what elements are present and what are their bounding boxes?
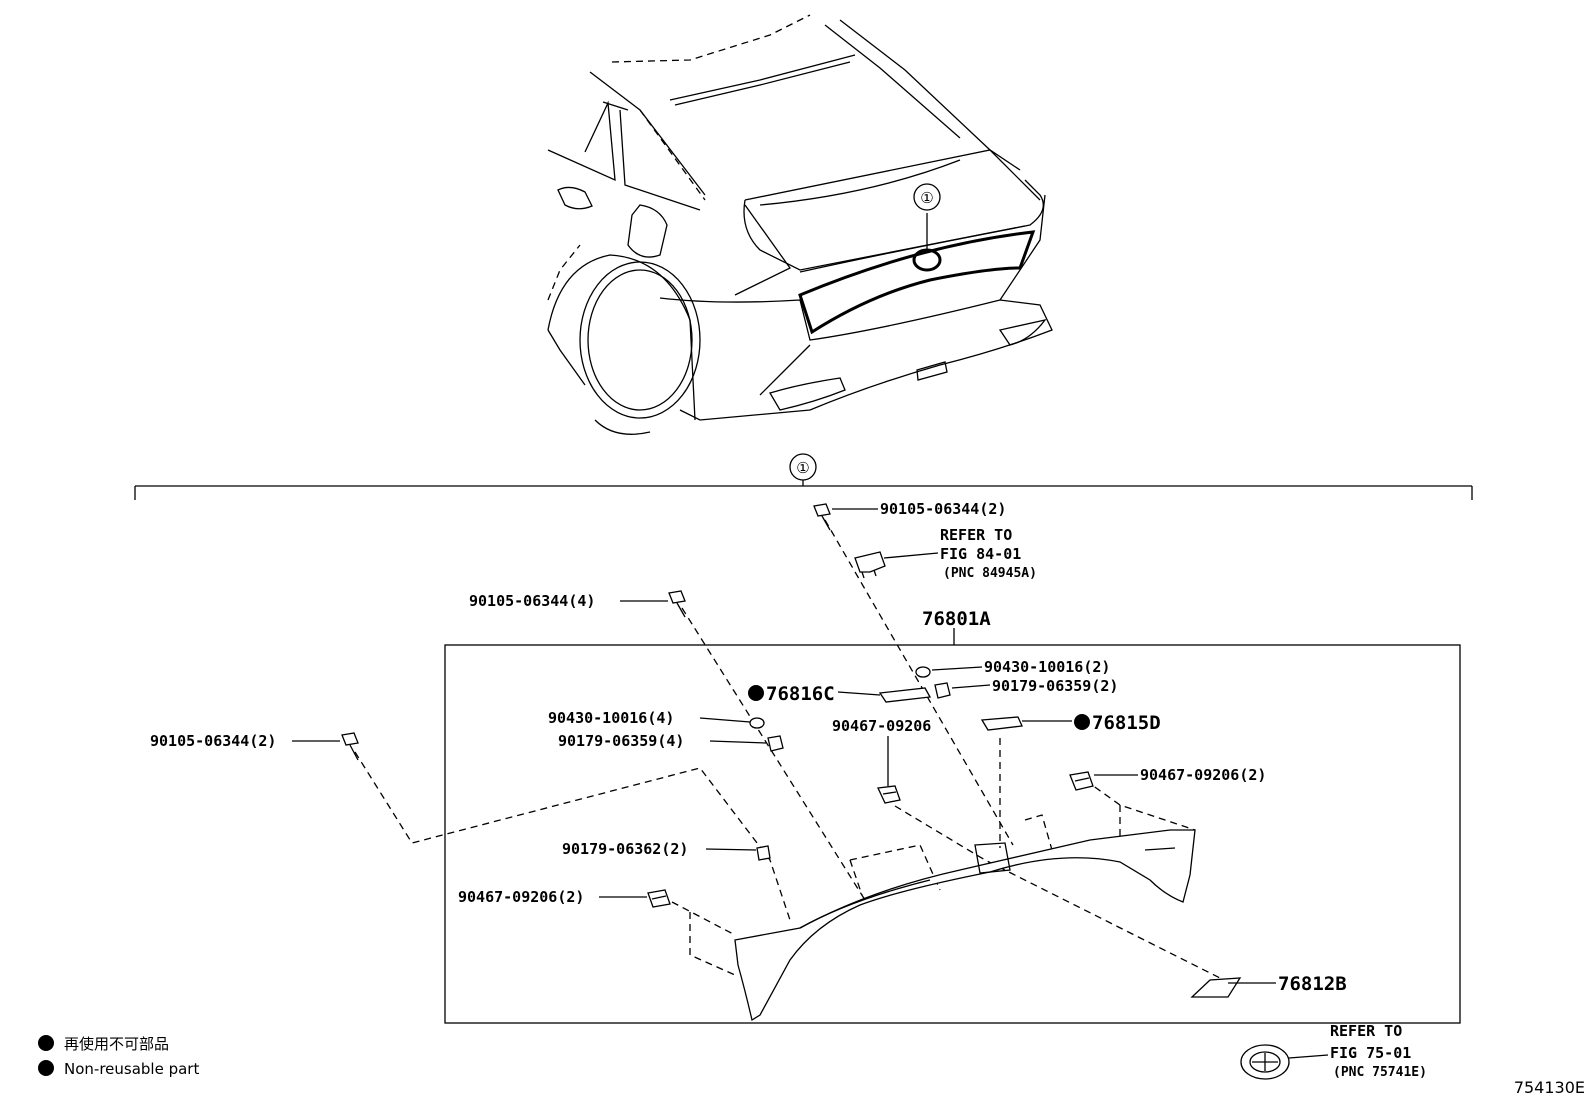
vehicle-rear-illustration: ① [547, 14, 1053, 435]
refer-line: (PNC 84945A) [943, 566, 1037, 581]
washer-icon [915, 666, 931, 678]
non-reusable-marker-icon [748, 685, 764, 701]
assembly-label: 76801A [922, 608, 991, 630]
tape-icon [878, 687, 932, 703]
part-label: 90179-06359(4) [558, 732, 684, 750]
nut-icon [767, 735, 784, 752]
legend-en: Non-reusable part [64, 1060, 199, 1078]
part-label: 76816C [766, 683, 835, 705]
tape-icon [980, 716, 1023, 731]
leader-dashes [354, 519, 1221, 979]
legend-ja: 再使用不可部品 [64, 1035, 169, 1053]
part-label: 90105-06344(4) [469, 592, 595, 610]
washer-icon [749, 717, 765, 729]
part-label: 90467-09206(2) [1140, 766, 1266, 784]
part-label: 90467-09206(2) [458, 888, 584, 906]
clip-icon [877, 785, 901, 804]
part-label: 90105-06344(2) [150, 732, 276, 750]
plate-icon [1190, 977, 1242, 998]
refer-line: (PNC 75741E) [1333, 1065, 1427, 1080]
part-label: 90179-06362(2) [562, 840, 688, 858]
filled-circle-icon [38, 1060, 54, 1076]
nut-icon [756, 845, 771, 861]
filled-circle-icon [38, 1035, 54, 1051]
bolt-icon [341, 732, 359, 761]
bolt-icon [668, 590, 686, 618]
rear-garnish-panel [734, 829, 1196, 1022]
part-label: 76812B [1278, 973, 1347, 995]
bolt-icon [813, 503, 831, 531]
clip-icon [647, 889, 671, 908]
part-labels: 90105-06344(2) 90105-06344(4) 90105-0634… [150, 500, 1347, 995]
refer-line: REFER TO [1330, 1022, 1402, 1040]
part-label: 90467-09206 [832, 717, 931, 735]
refer-line: FIG 84-01 [940, 545, 1021, 563]
refer-to-bottom: REFER TO FIG 75-01 (PNC 75741E) [1330, 1022, 1427, 1080]
non-reusable-marker-icon [1074, 714, 1090, 730]
clip-icon [1069, 771, 1094, 791]
refer-line: FIG 75-01 [1330, 1044, 1411, 1062]
nut-icon [934, 682, 951, 699]
connector-icon [854, 551, 886, 579]
refer-to-top: REFER TO FIG 84-01 (PNC 84945A) [940, 526, 1037, 581]
assembly-bracket: ① [134, 453, 1473, 500]
part-label: 90430-10016(2) [984, 658, 1110, 676]
callout-1-top: ① [920, 189, 933, 207]
part-label: 90179-06359(2) [992, 677, 1118, 695]
label-leaders [292, 508, 1329, 1059]
part-label: 90430-10016(4) [548, 709, 674, 727]
part-label: 76815D [1092, 712, 1161, 734]
part-label: 90105-06344(2) [880, 500, 1006, 518]
legend: 再使用不可部品 Non-reusable part [38, 1035, 199, 1078]
callout-1-assembly: ① [796, 459, 809, 477]
emblem-icon [1240, 1044, 1290, 1080]
figure-code: 754130E [1514, 1078, 1585, 1097]
refer-line: REFER TO [940, 526, 1012, 544]
assembly-box [444, 644, 1461, 1024]
